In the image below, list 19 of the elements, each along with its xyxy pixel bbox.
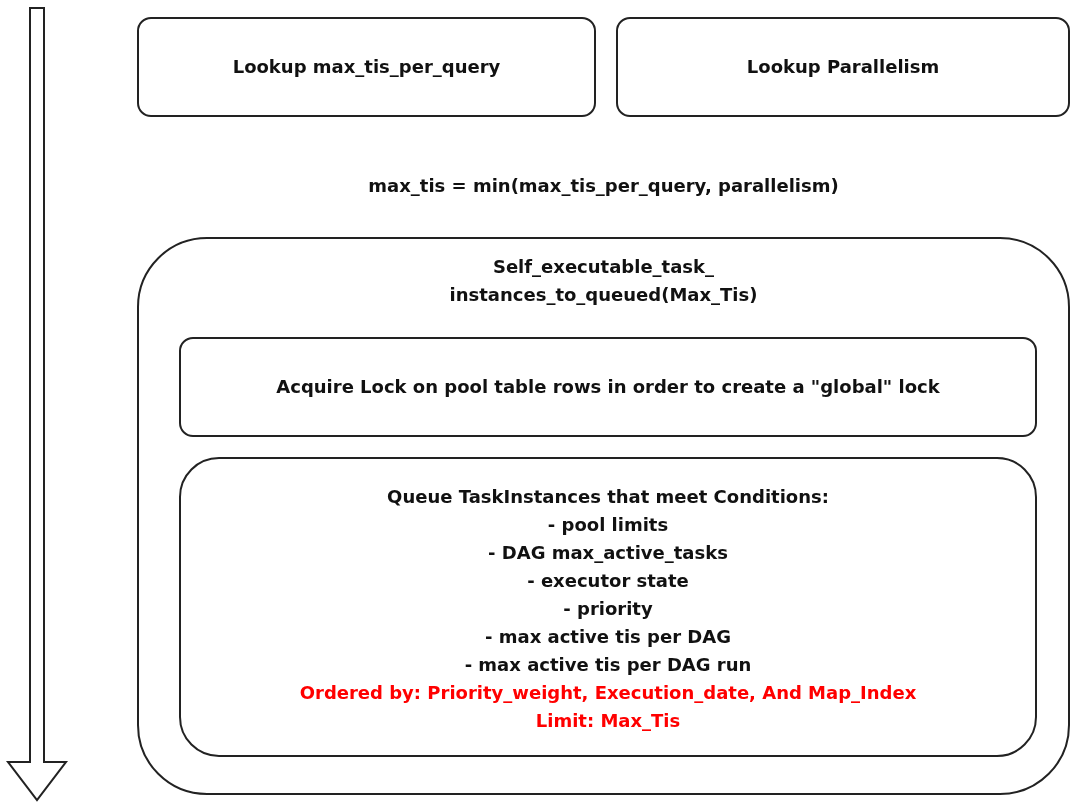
list-item: - priority [563, 597, 653, 621]
process-box [616, 17, 1070, 117]
box-heading: Queue TaskInstances that meet Conditions: [387, 485, 829, 509]
list-item: - max active tis per DAG run [464, 653, 752, 677]
box-text: Lookup Parallelism [746, 55, 940, 79]
process-box [179, 337, 1037, 437]
formula-text: max_tis = min(max_tis_per_query, parallelism) [367, 174, 840, 198]
process-box [137, 17, 596, 117]
box-text: Lookup max_tis_per_query [232, 55, 501, 79]
list-item: - executor state [527, 569, 689, 593]
box-text: Limit: Max_Tis [535, 709, 681, 733]
box-text: Ordered by: Priority_weight, Execution_date, And Map_Index [299, 681, 917, 705]
list-item: - pool limits [547, 513, 669, 537]
conditions-box [179, 457, 1037, 757]
box-text: Self_executable_task_ instances_to_queued(Max_Tis) [448, 255, 759, 307]
function-container [137, 237, 1070, 795]
list-item: - max active tis per DAG [485, 625, 731, 649]
list-item: - DAG max_active_tasks [488, 541, 728, 565]
box-text: Acquire Lock on pool table rows in order to create a "global" lock [276, 375, 940, 399]
